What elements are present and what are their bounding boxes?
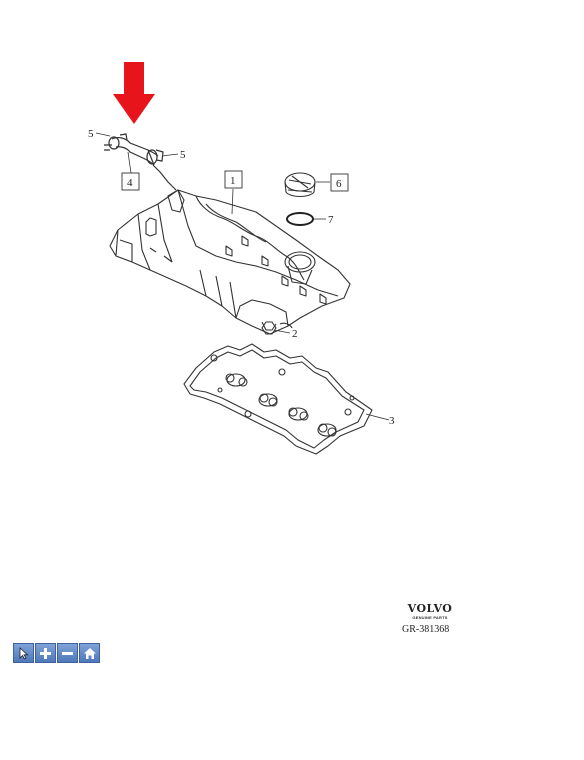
- select-button[interactable]: [13, 643, 34, 663]
- svg-text:4: 4: [127, 177, 133, 189]
- leader-lines: [95, 132, 390, 421]
- home-icon: [83, 647, 96, 659]
- svg-text:3: 3: [389, 415, 395, 427]
- logo-brand: VOLVO: [407, 602, 453, 615]
- svg-text:5: 5: [88, 128, 94, 140]
- indicator-arrow: [113, 62, 155, 124]
- zoom-in-icon: [40, 647, 51, 659]
- volvo-logo: VOLVO GENUINE PARTS: [398, 602, 462, 621]
- zoom-out-icon: [62, 651, 73, 655]
- oil-filler-cap[interactable]: [284, 172, 316, 198]
- callout-6: 6: [330, 173, 349, 192]
- callout-5-left: 5: [88, 128, 94, 140]
- callout-7: 7: [328, 214, 334, 226]
- breather-hose[interactable]: [104, 133, 177, 191]
- svg-text:2: 2: [292, 328, 298, 340]
- home-button[interactable]: [79, 643, 100, 663]
- svg-text:1: 1: [230, 175, 236, 187]
- svg-text:5: 5: [180, 149, 186, 161]
- zoom-out-button[interactable]: [57, 643, 78, 663]
- select-icon: [19, 646, 29, 660]
- svg-text:6: 6: [336, 178, 342, 190]
- logo-subtitle: GENUINE PARTS: [412, 615, 448, 620]
- valve-cover-gasket[interactable]: [183, 343, 373, 455]
- zoom-in-button[interactable]: [35, 643, 56, 663]
- callout-2: 2: [292, 328, 298, 340]
- callout-5-right: 5: [180, 149, 186, 161]
- viewer-toolbar: [13, 643, 100, 663]
- svg-text:7: 7: [328, 214, 334, 226]
- bolt[interactable]: [261, 321, 277, 335]
- valve-cover[interactable]: [109, 189, 351, 335]
- drawing-number: GR-381368: [402, 624, 450, 635]
- o-ring[interactable]: [286, 212, 314, 226]
- callout-4: 4: [121, 172, 140, 191]
- callout-1: 1: [224, 170, 243, 189]
- callout-3: 3: [389, 415, 395, 427]
